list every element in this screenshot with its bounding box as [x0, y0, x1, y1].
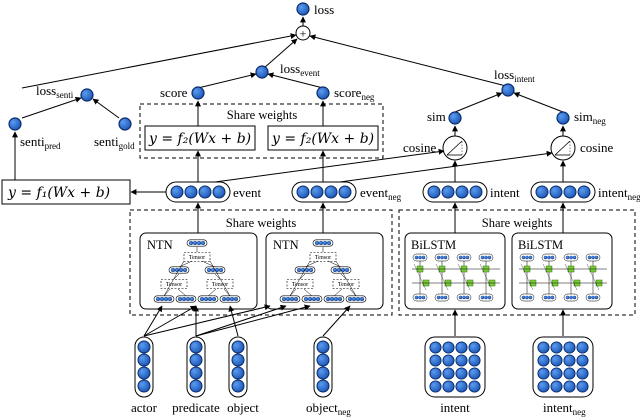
formula-f2-right: y = f₂(Wx + b) — [271, 131, 374, 147]
tensor-top-label: Tensor — [315, 255, 331, 261]
cosine-left-operator — [442, 135, 468, 161]
tensor-top-label: Tensor — [189, 255, 205, 261]
tensor-right — [332, 279, 360, 289]
svg-text:+: + — [300, 27, 307, 41]
intent-input-matrix — [424, 336, 486, 398]
object-neg-label: objectneg — [306, 400, 351, 417]
score-neg-node — [316, 86, 330, 100]
sim-node — [448, 111, 462, 125]
object-neg-vector — [313, 336, 333, 398]
loss-intent-node — [501, 83, 515, 97]
bilstm-left-grid — [412, 253, 500, 302]
ntn-input-pill-0 — [153, 295, 175, 303]
tensor-left-label: Tensor — [166, 282, 182, 288]
loss-intent-label: lossintent — [494, 67, 535, 84]
bilstm-left-box — [404, 232, 506, 310]
score-neg-label: scoreneg — [334, 85, 375, 102]
share-weights-bilstm-box — [398, 209, 636, 316]
share-weights-top-label: Share weights — [227, 108, 298, 122]
senti-gold-label: sentigold — [94, 134, 135, 151]
event-neg-label: eventneg — [360, 185, 402, 202]
ntn-input-pill-1 — [301, 295, 323, 303]
intent-neg-vector-label: intentneg — [598, 185, 640, 202]
sim-label: sim — [427, 109, 446, 124]
loss-event-node — [255, 65, 269, 79]
bilstm-right-grid — [519, 253, 607, 302]
actor-vector — [134, 336, 154, 398]
event-vector — [165, 181, 231, 203]
loss-label: loss — [314, 2, 334, 17]
cosine-right-operator — [550, 135, 576, 161]
bilstm-right-label: BiLSTM — [518, 238, 563, 252]
ntn-input-pill-3 — [219, 295, 241, 303]
intent-vector-label: intent — [490, 185, 520, 200]
tensor-left-label: Tensor — [292, 282, 308, 288]
intent-vector — [422, 181, 488, 203]
formula-f2-left-box — [144, 125, 256, 151]
intent-input-label: intent — [440, 400, 470, 415]
ntn-input-pill-0 — [279, 295, 301, 303]
ntn-input-pill-2 — [323, 295, 345, 303]
tensor-top — [183, 252, 211, 262]
ntn-left-label: NTN — [147, 238, 173, 252]
ntn-input-pill-3 — [345, 295, 367, 303]
formula-f1: y = f₁(Wx + b) — [7, 185, 110, 201]
sim-neg-node — [556, 111, 570, 125]
score-node — [191, 86, 205, 100]
share-weights-bilstm-label: Share weights — [482, 216, 553, 230]
tensor-right — [206, 279, 234, 289]
cosine-right-label: cosine — [580, 140, 613, 155]
score-label: score — [160, 85, 188, 100]
ntn-input-pill-1 — [175, 295, 197, 303]
intent-neg-input-matrix — [532, 336, 594, 398]
intent-neg-vector — [530, 181, 596, 203]
bilstm-left-label: BiLSTM — [411, 238, 456, 252]
actor-label: actor — [131, 400, 158, 415]
formula-f1-box — [1, 179, 131, 205]
predicate-label: predicate — [172, 400, 220, 415]
cosine-left-label: cosine — [403, 140, 436, 155]
senti-pred-label: sentipred — [20, 134, 61, 151]
input-word-vectors — [134, 336, 333, 398]
loss-event-label: lossevent — [280, 61, 320, 78]
object-label: object — [227, 400, 259, 415]
intent-neg-input-label: intentneg — [543, 400, 586, 417]
share-weights-top-box — [139, 103, 384, 159]
event-neg-vector — [291, 181, 357, 203]
event-label: event — [233, 185, 262, 200]
share-weights-ntn-label: Share weights — [226, 216, 297, 230]
senti-pred-node — [8, 117, 22, 131]
loss-senti-node — [80, 88, 94, 102]
plus-operator: + — [295, 25, 311, 41]
formula-f2-left: y = f₂(Wx + b) — [148, 131, 251, 147]
tensor-left — [286, 279, 314, 289]
tensor-left — [160, 279, 188, 289]
sim-neg-label: simneg — [574, 109, 606, 126]
ntn-right-label: NTN — [273, 238, 299, 252]
bilstm-right-box — [511, 232, 613, 310]
predicate-vector — [186, 336, 206, 398]
tensor-top — [309, 252, 337, 262]
loss-node — [296, 2, 310, 16]
ntn-output-pill — [312, 239, 334, 247]
loss-senti-label: losssenti — [36, 83, 74, 100]
share-weights-ntn-box — [129, 209, 393, 316]
object-vector — [228, 336, 248, 398]
tensor-right-label: Tensor — [338, 282, 354, 288]
ntn-input-pill-2 — [197, 295, 219, 303]
tensor-right-label: Tensor — [212, 282, 228, 288]
senti-gold-node — [118, 117, 132, 131]
ntn-output-pill — [186, 239, 208, 247]
